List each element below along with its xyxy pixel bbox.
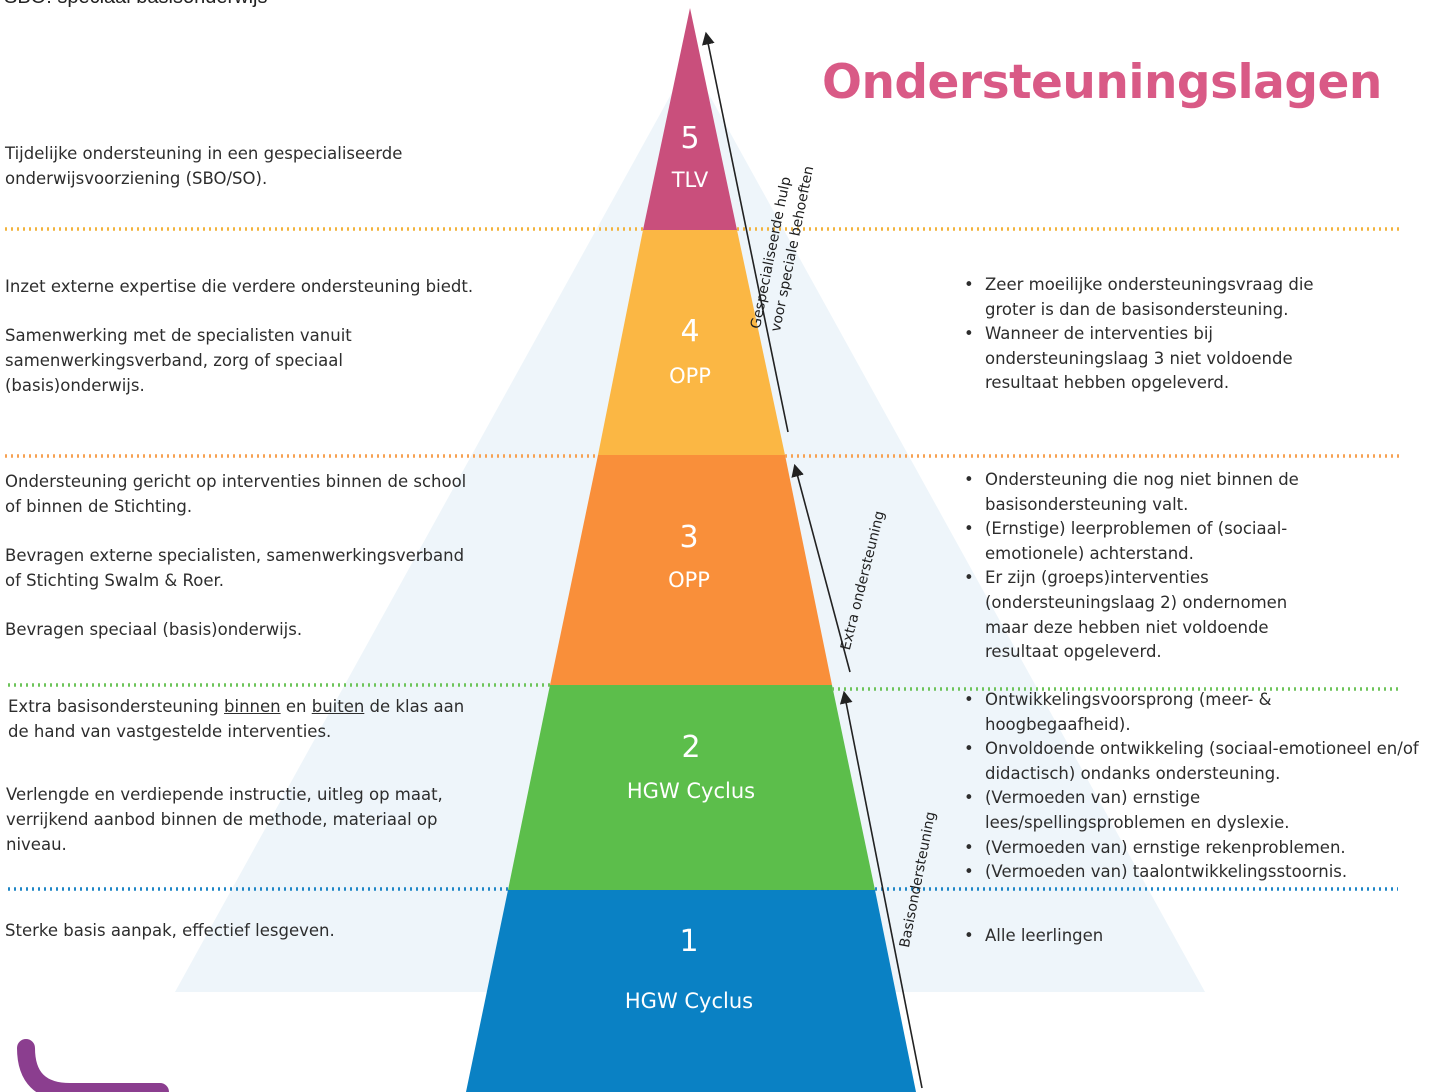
- page-title: Ondersteuningslagen: [822, 55, 1382, 110]
- layer-2-left-p1-buiten: buiten: [311, 697, 365, 716]
- arrow-extra: [791, 463, 851, 673]
- list-item: (Vermoeden van) taalontwikkelingsstoorni…: [964, 860, 1424, 885]
- layer-2-left-p1-a: Extra basisondersteuning: [8, 697, 225, 716]
- layer-5-label: TLV: [671, 168, 709, 192]
- layer-3-left-p2: Bevragen externe specialisten, samenwerk…: [5, 546, 465, 590]
- list-item: Onvoldoende ontwikkeling (sociaal-emotio…: [964, 737, 1424, 786]
- arrow-specialized: [702, 31, 789, 433]
- layer-2-left-p1: Extra basisondersteuning binnen en buite…: [8, 694, 488, 744]
- list-item: (Vermoeden van) ernstige rekenproblemen.: [964, 836, 1424, 861]
- list-item: (Vermoeden van) ernstige lees/spellingsp…: [964, 786, 1325, 835]
- layer-4-band: [598, 230, 785, 455]
- arrow-basic: [839, 690, 923, 1089]
- layer-5-number: 5: [680, 121, 700, 156]
- layer-2-left-p1-c: de klas aan de hand van vastgestelde int…: [8, 697, 465, 741]
- layer-5-band: [643, 8, 737, 230]
- list-item: Wanneer de interventies bij ondersteunin…: [964, 322, 1364, 396]
- layer-5-left-p1: Tijdelijke ondersteuning in een gespecia…: [5, 144, 403, 188]
- layer-3-left-p3: Bevragen speciaal (basis)onderwijs.: [5, 620, 303, 639]
- layer-4-right-list: Zeer moeilijke ondersteuningsvraag die g…: [964, 273, 1364, 396]
- layer-1-left-p1: Sterke basis aanpak, effectief lesgeven.: [5, 921, 335, 940]
- layer-2-left-text: Extra basisondersteuning binnen en buite…: [6, 694, 488, 857]
- layer-1-band: [466, 890, 916, 1092]
- layer-4-number: 4: [680, 314, 700, 349]
- list-item: Er zijn (groeps)interventies (ondersteun…: [964, 566, 1324, 664]
- layer-4-label: OPP: [669, 364, 711, 388]
- layer-2-band: [508, 685, 875, 890]
- layer-1-label: HGW Cyclus: [624, 989, 754, 1013]
- layer-3-band: [550, 455, 832, 685]
- decorative-corner-shape: [17, 1039, 169, 1092]
- list-item: Zeer moeilijke ondersteuningsvraag die g…: [964, 273, 1364, 322]
- layer-3-left-p1: Ondersteuning gericht op interventies bi…: [5, 472, 467, 516]
- layer-3-label: OPP: [668, 568, 710, 592]
- top-caption: SBO: speciaal basisonderwijs: [4, 0, 267, 9]
- list-item: Ondersteuning die nog niet binnen de bas…: [964, 468, 1324, 517]
- layer-2-number: 2: [681, 730, 701, 765]
- layer-4-left-p2: Samenwerking met de specialisten vanuit …: [5, 326, 352, 395]
- list-item: (Ernstige) leerproblemen of (sociaal-emo…: [964, 517, 1324, 566]
- layer-3-number: 3: [679, 520, 699, 555]
- layer-1-left-text: Sterke basis aanpak, effectief lesgeven.: [5, 918, 475, 943]
- layer-3-right-list: Ondersteuning die nog niet binnen de bas…: [964, 468, 1324, 665]
- layer-2-left-p1-b: en: [280, 697, 312, 716]
- layer-2-label: HGW Cyclus: [626, 779, 756, 803]
- layer-4-left-p1: Inzet externe expertise die verdere onde…: [5, 277, 474, 296]
- list-item: Ontwikkelingsvoorsprong (meer- & hoogbeg…: [964, 688, 1315, 737]
- layer-1-right-list: Alle leerlingen: [964, 924, 1364, 949]
- layer-3-left-text: Ondersteuning gericht op interventies bi…: [5, 469, 475, 642]
- layer-4-left-text: Inzet externe expertise die verdere onde…: [5, 274, 475, 398]
- layer-5-left-text: Tijdelijke ondersteuning in een gespecia…: [5, 141, 475, 191]
- layer-2-left-p1-binnen: binnen: [224, 697, 281, 716]
- list-item: Alle leerlingen: [964, 924, 1364, 949]
- layer-1-number: 1: [679, 924, 699, 959]
- layer-2-left-p2: Verlengde en verdiepende instructie, uit…: [6, 785, 443, 854]
- layer-2-right-list: Ontwikkelingsvoorsprong (meer- & hoogbeg…: [964, 688, 1424, 885]
